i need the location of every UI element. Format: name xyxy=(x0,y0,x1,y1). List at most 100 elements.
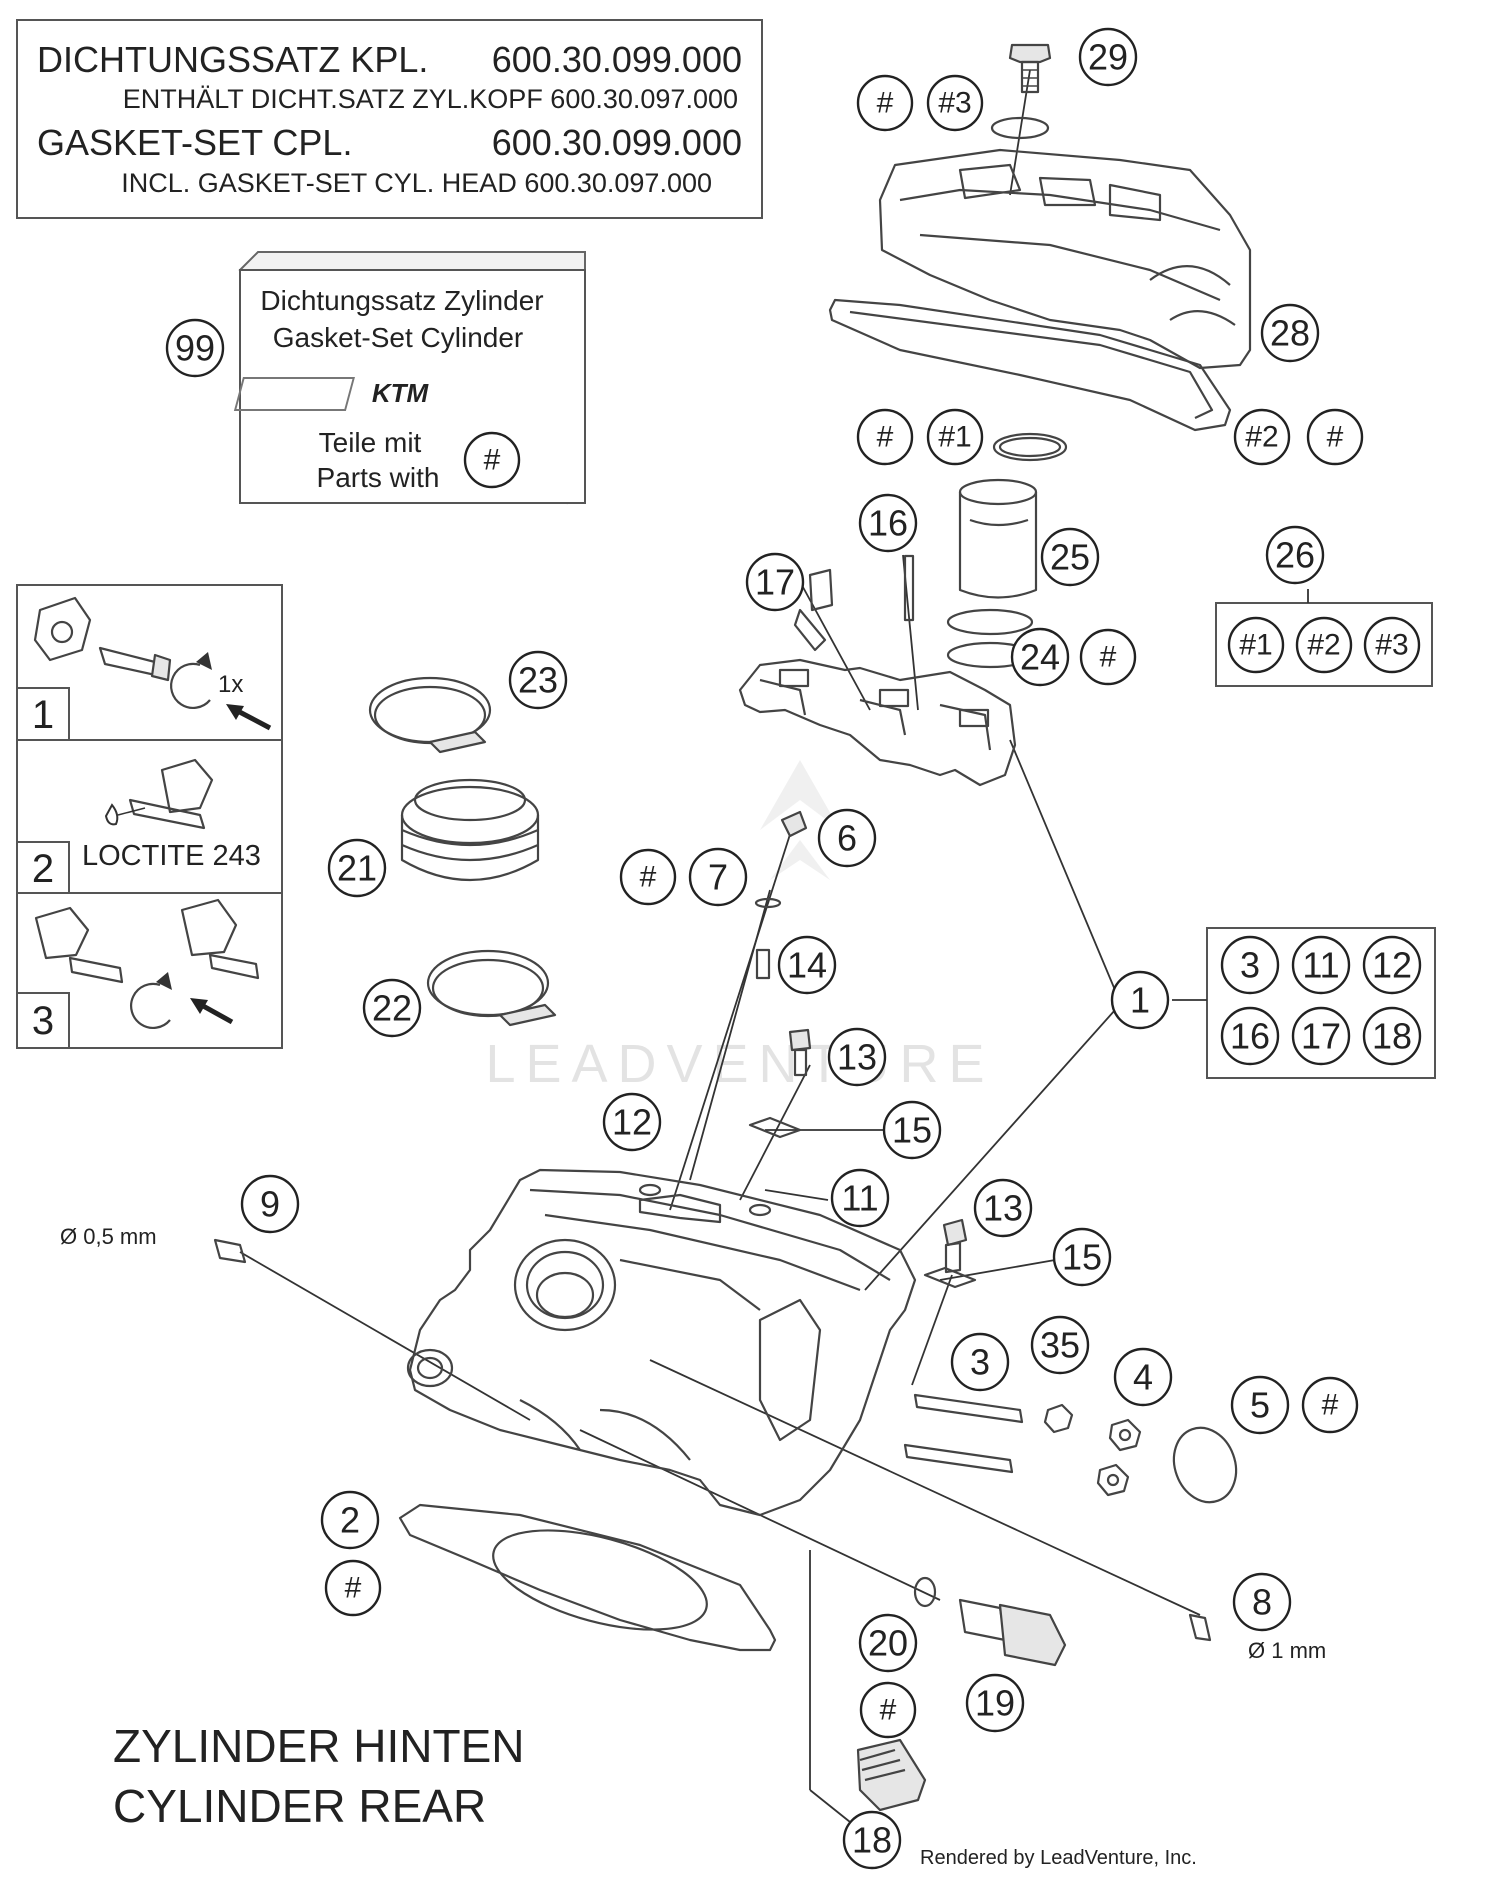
svg-text:#: # xyxy=(345,1572,362,1605)
gasket-line3-number: 600.30.099.000 xyxy=(492,122,742,163)
svg-text:#: # xyxy=(640,861,657,894)
callout-18: 18 xyxy=(842,1810,902,1870)
svg-text:11: 11 xyxy=(1302,945,1339,986)
part-camshaft-bearing-bridge xyxy=(738,658,1017,787)
part-19-sensor xyxy=(958,1598,1067,1667)
svg-text:14: 14 xyxy=(787,945,827,986)
part-5-oring xyxy=(1172,1426,1238,1504)
gasket-line1-number: 600.30.099.000 xyxy=(492,39,742,80)
leader-lines xyxy=(239,69,1309,1831)
svg-text:17: 17 xyxy=(1301,1016,1341,1057)
svg-text:#1: #1 xyxy=(938,421,971,454)
part-16-pin xyxy=(903,554,915,622)
part-14-pin xyxy=(755,948,771,980)
step3-number: 3 xyxy=(32,999,54,1043)
kit-hash-callout: # xyxy=(463,431,521,489)
callout-28: 28 xyxy=(1260,303,1320,363)
svg-text:#2: #2 xyxy=(1245,421,1278,454)
svg-text:19: 19 xyxy=(975,1683,1015,1724)
gasket-line4: INCL. GASKET-SET CYL. HEAD 600.30.097.00… xyxy=(121,168,712,198)
gasket-set-box: DICHTUNGSSATZ KPL. 600.30.099.000 ENTHÄL… xyxy=(16,19,763,219)
ktm-logo-text: KTM xyxy=(372,378,430,408)
svg-text:#1: #1 xyxy=(1239,629,1272,662)
svg-text:#: # xyxy=(877,87,894,120)
svg-text:28: 28 xyxy=(1270,313,1310,354)
callout-21: 21 xyxy=(327,838,387,898)
callout-9: 9 xyxy=(240,1174,300,1234)
callout-17: 17 xyxy=(745,552,805,612)
callout-hash-20: # xyxy=(859,1681,917,1739)
svg-text:12: 12 xyxy=(1372,945,1412,986)
svg-text:17: 17 xyxy=(755,562,795,603)
callout-3: 3 xyxy=(950,1332,1010,1392)
part-4-nuts xyxy=(1096,1418,1142,1497)
svg-text:#: # xyxy=(1327,421,1344,454)
step1-note: 1x xyxy=(218,671,243,698)
svg-text:24: 24 xyxy=(1020,637,1060,678)
part-35-nut xyxy=(1043,1403,1074,1434)
svg-text:25: 25 xyxy=(1050,537,1090,578)
svg-text:#: # xyxy=(1322,1389,1339,1422)
callout-group-16: 16 xyxy=(1220,1006,1280,1066)
part-20-washer xyxy=(913,1576,937,1608)
part-15-washer xyxy=(748,1116,802,1139)
callout-15b: 15 xyxy=(1052,1227,1112,1287)
svg-text:13: 13 xyxy=(983,1188,1023,1229)
step1-number: 1 xyxy=(32,693,54,737)
svg-text:1: 1 xyxy=(1130,980,1150,1021)
svg-text:35: 35 xyxy=(1040,1325,1080,1366)
part-6-cap xyxy=(780,810,808,838)
callout-24: 24 xyxy=(1010,627,1070,687)
diagram-title-de: ZYLINDER HINTEN xyxy=(113,1720,524,1772)
callout-hash-oring: # xyxy=(856,408,914,466)
callout-4: 4 xyxy=(1113,1347,1173,1407)
callout-group-3: 3 xyxy=(1220,935,1280,995)
callout-19: 19 xyxy=(965,1673,1025,1733)
svg-text:11: 11 xyxy=(841,1178,878,1219)
svg-text:15: 15 xyxy=(892,1110,932,1151)
kit-title-de: Dichtungssatz Zylinder xyxy=(260,285,543,316)
svg-text:7: 7 xyxy=(708,857,728,898)
part-13-banjo-bolt xyxy=(788,1028,812,1077)
dimension-left: Ø 0,5 mm xyxy=(60,1224,157,1249)
svg-text:3: 3 xyxy=(970,1342,990,1383)
callout-hash-5: # xyxy=(1301,1376,1359,1434)
callout-8: 8 xyxy=(1232,1572,1292,1632)
part-17-screw xyxy=(793,568,834,652)
callout-13b: 13 xyxy=(973,1178,1033,1238)
part-gasket-valve-cover xyxy=(828,298,1232,432)
callout-group-18: 18 xyxy=(1362,1006,1422,1066)
kit-parts-en: Parts with xyxy=(317,462,440,493)
callout-hash-29: # xyxy=(856,74,914,132)
part-29-oil-filler-plug xyxy=(1008,43,1052,94)
svg-text:#: # xyxy=(484,444,501,477)
svg-text:16: 16 xyxy=(1230,1016,1270,1057)
callout-29: 29 xyxy=(1078,27,1138,87)
part-25-spark-plug-tube xyxy=(958,478,1038,599)
part-18-plug xyxy=(856,1738,927,1812)
gasket-line2: ENTHÄLT DICHT.SATZ ZYL.KOPF 600.30.097.0… xyxy=(123,84,738,114)
part-22-hose-clamp xyxy=(426,949,557,1027)
svg-text:18: 18 xyxy=(852,1820,892,1861)
callout-35: 35 xyxy=(1030,1315,1090,1375)
render-credit: Rendered by LeadVenture, Inc. xyxy=(920,1847,1197,1869)
instruction-panel: 1 1x 2 LOCTITE 243 3 xyxy=(16,584,283,1049)
callout-6: 6 xyxy=(817,808,877,868)
svg-text:6: 6 xyxy=(837,818,857,859)
callout-group-17: 17 xyxy=(1291,1006,1351,1066)
svg-text:8: 8 xyxy=(1252,1582,1272,1623)
callout-hash-gasket: # xyxy=(1306,408,1364,466)
callout-16: 16 xyxy=(858,493,918,553)
svg-text:3: 3 xyxy=(1240,945,1260,986)
svg-text:99: 99 xyxy=(175,328,215,369)
svg-text:29: 29 xyxy=(1088,37,1128,78)
callout-group-12: 12 xyxy=(1362,935,1422,995)
svg-text:#3: #3 xyxy=(938,87,971,120)
part-oring-29 xyxy=(990,116,1050,140)
svg-text:12: 12 xyxy=(612,1102,652,1143)
svg-text:#2: #2 xyxy=(1307,629,1340,662)
watermark-text: LEADVENTURE xyxy=(485,1034,994,1094)
callout-hash-24: # xyxy=(1079,628,1137,686)
part-8-nozzle xyxy=(1188,1613,1212,1642)
part-3-studs xyxy=(903,1393,1024,1474)
